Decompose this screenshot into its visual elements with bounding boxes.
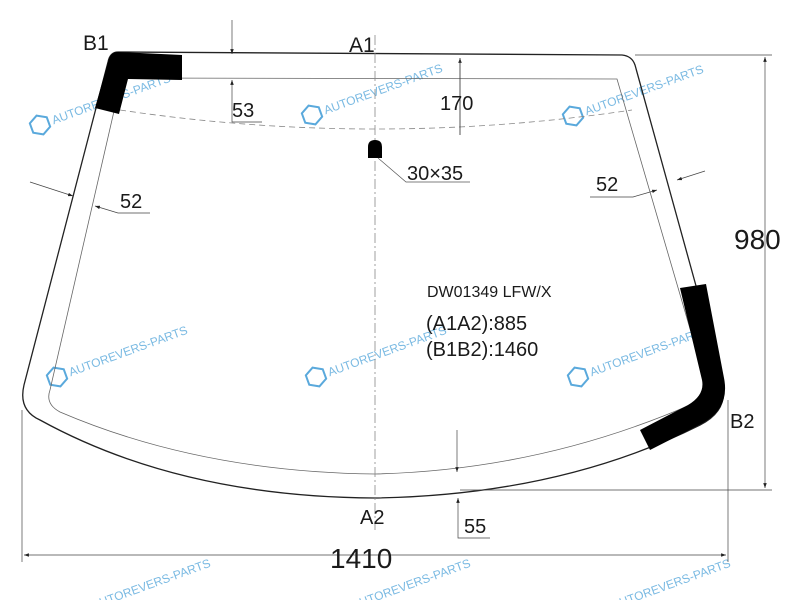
b1b2-distance: (B1B2):1460 — [426, 339, 538, 361]
dim-mark-size: 30×35 — [407, 163, 463, 185]
svg-text:AUTOREVERS-PARTS: AUTOREVERS-PARTS — [322, 61, 445, 117]
svg-text:AUTOREVERS-PARTS: AUTOREVERS-PARTS — [90, 556, 213, 600]
a1a2-distance: (A1A2):885 — [426, 313, 527, 335]
dim-left-band: 52 — [120, 191, 142, 213]
watermark: AUTOREVERS-PARTS — [300, 61, 445, 126]
sensor-mark — [368, 140, 382, 158]
watermark: AUTOREVERS-PARTS — [561, 62, 706, 127]
dim-top-to-mark: 170 — [440, 93, 473, 115]
point-a1-label: A1 — [349, 34, 375, 57]
dimension-lines — [21, 20, 772, 562]
svg-text:AUTOREVERS-PARTS: AUTOREVERS-PARTS — [583, 62, 706, 118]
svg-text:AUTOREVERS-PARTS: AUTOREVERS-PARTS — [610, 556, 733, 600]
watermark: AUTOREVERS-PARTS — [610, 556, 733, 600]
dim-height: 980 — [734, 224, 781, 255]
black-band-top-left — [95, 52, 182, 114]
glass-outer-edge — [22, 51, 725, 499]
watermark: AUTOREVERS-PARTS — [45, 323, 190, 388]
svg-text:AUTOREVERS-PARTS: AUTOREVERS-PARTS — [67, 323, 190, 379]
shade-band-line — [119, 109, 633, 130]
dim-right-band: 52 — [596, 174, 618, 196]
watermark: AUTOREVERS-PARTS — [90, 556, 213, 600]
point-b2-label: B2 — [730, 411, 754, 433]
part-number: DW01349 LFW/X — [427, 284, 552, 301]
glass-inner-edge — [48, 77, 706, 475]
dim-top-band: 53 — [232, 100, 254, 122]
dim-width: 1410 — [330, 543, 392, 574]
watermark: AUTOREVERS-PARTS — [566, 323, 710, 388]
point-b1-label: B1 — [83, 32, 109, 55]
black-band-bottom-right — [640, 284, 726, 450]
point-a2-label: A2 — [360, 507, 384, 529]
dim-bottom-band: 55 — [464, 516, 486, 538]
